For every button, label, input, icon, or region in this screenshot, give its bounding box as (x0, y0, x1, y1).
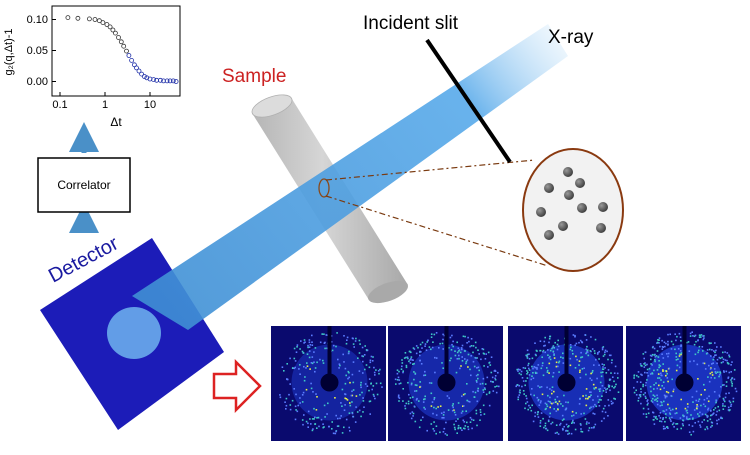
y-axis-label: g₂(q,Δt)-1 (3, 28, 15, 75)
correlator-box (37, 157, 131, 213)
x-tick-label: 10 (144, 99, 156, 111)
nanoparticle (544, 183, 554, 193)
nanoparticle (575, 178, 585, 188)
incident-slit-label: Incident slit (363, 13, 459, 34)
data-point (92, 17, 98, 22)
data-point (141, 74, 147, 79)
speckle-image (388, 326, 503, 441)
speckle-image (626, 326, 741, 441)
data-point (87, 16, 92, 22)
nanoparticle (577, 203, 587, 213)
data-point (126, 53, 132, 58)
data-point (110, 27, 116, 33)
output-arrow-icon (212, 358, 262, 414)
data-point (173, 79, 179, 84)
data-point (136, 68, 142, 74)
data-point (107, 24, 113, 30)
data-point (139, 71, 145, 77)
data-point (129, 58, 135, 63)
data-point (157, 77, 163, 83)
data-point (167, 78, 173, 84)
data-point (113, 30, 118, 36)
xray-label: X-ray (548, 27, 594, 48)
y-tick-label: 0.00 (27, 76, 48, 88)
nanoparticle (558, 221, 568, 231)
data-point (75, 15, 81, 21)
nanoparticle (564, 190, 574, 200)
y-tick-label: 0.05 (27, 45, 48, 57)
nanoparticle (536, 207, 546, 217)
speckle-pattern-strip (271, 326, 741, 441)
correlator-label: Correlator (57, 178, 110, 192)
data-point (97, 18, 102, 24)
beam-spot (107, 307, 161, 359)
data-point (151, 77, 157, 82)
data-point (65, 15, 71, 21)
inset-plot: 0.10 0.05 0.00 0.1 1 10 Δt g₂(q,Δt)-1 (3, 5, 181, 129)
nanoparticle (598, 202, 608, 212)
x-tick-label: 0.1 (52, 99, 67, 111)
nanoparticle (563, 167, 573, 177)
x-axis-label: Δt (110, 115, 122, 129)
nanoparticles (536, 167, 608, 240)
data-point (121, 43, 127, 49)
y-tick-label: 0.10 (27, 14, 48, 26)
data-point (170, 78, 176, 84)
incident-slit (425, 38, 512, 164)
data-point (100, 20, 106, 26)
sample-label: Sample (222, 66, 286, 87)
nanoparticle (596, 223, 606, 233)
data-point (118, 39, 124, 45)
data-point (124, 48, 129, 54)
zoom-line-bottom (325, 195, 549, 267)
particle-inset-oval (522, 148, 624, 272)
x-tick-label: 1 (102, 99, 108, 111)
scattering-volume (318, 178, 330, 198)
data-point (134, 65, 139, 71)
data-points (65, 15, 179, 84)
speckle-image (508, 326, 623, 441)
data-point (104, 22, 110, 27)
nanoparticle (544, 230, 554, 240)
speckle-image (271, 326, 386, 441)
xray-beam (132, 24, 568, 330)
data-point (164, 78, 170, 84)
data-point (116, 35, 121, 40)
